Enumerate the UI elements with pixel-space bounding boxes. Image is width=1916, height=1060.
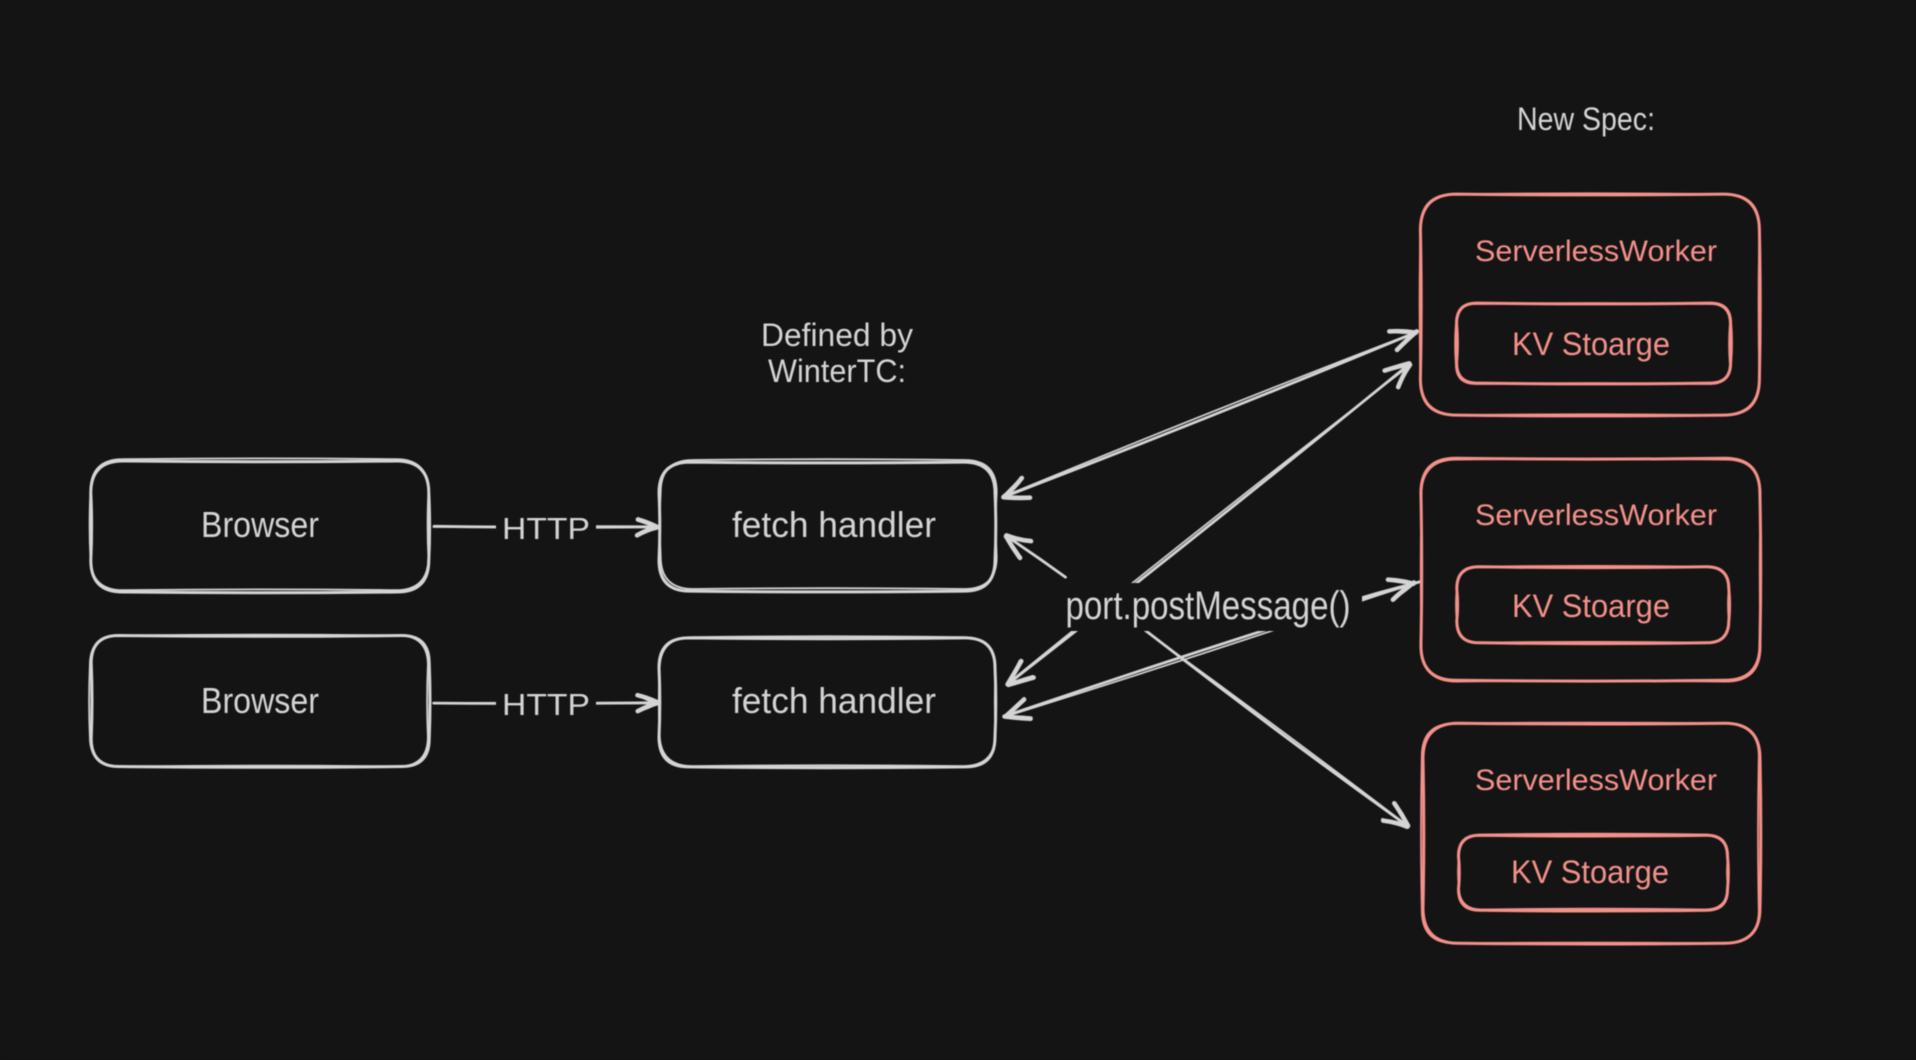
svg-text:ServerlessWorker: ServerlessWorker [1475,764,1717,797]
svg-text:HTTP: HTTP [502,687,590,722]
svg-text:KV Stoarge: KV Stoarge [1511,854,1669,890]
svg-text:fetch handler: fetch handler [732,680,936,721]
svg-text:HTTP: HTTP [502,511,590,546]
svg-text:New Spec:: New Spec: [1517,101,1655,137]
svg-text:ServerlessWorker: ServerlessWorker [1475,499,1717,532]
svg-text:ServerlessWorker: ServerlessWorker [1475,235,1717,268]
svg-text:WinterTC:: WinterTC: [768,353,906,389]
svg-text:Browser: Browser [201,680,319,721]
svg-text:fetch handler: fetch handler [732,504,936,545]
svg-text:Defined by: Defined by [761,317,913,353]
svg-text:port.postMessage(): port.postMessage() [1066,584,1351,628]
svg-text:KV Stoarge: KV Stoarge [1512,326,1670,362]
svg-text:KV Stoarge: KV Stoarge [1512,588,1670,624]
svg-text:Browser: Browser [201,504,319,545]
